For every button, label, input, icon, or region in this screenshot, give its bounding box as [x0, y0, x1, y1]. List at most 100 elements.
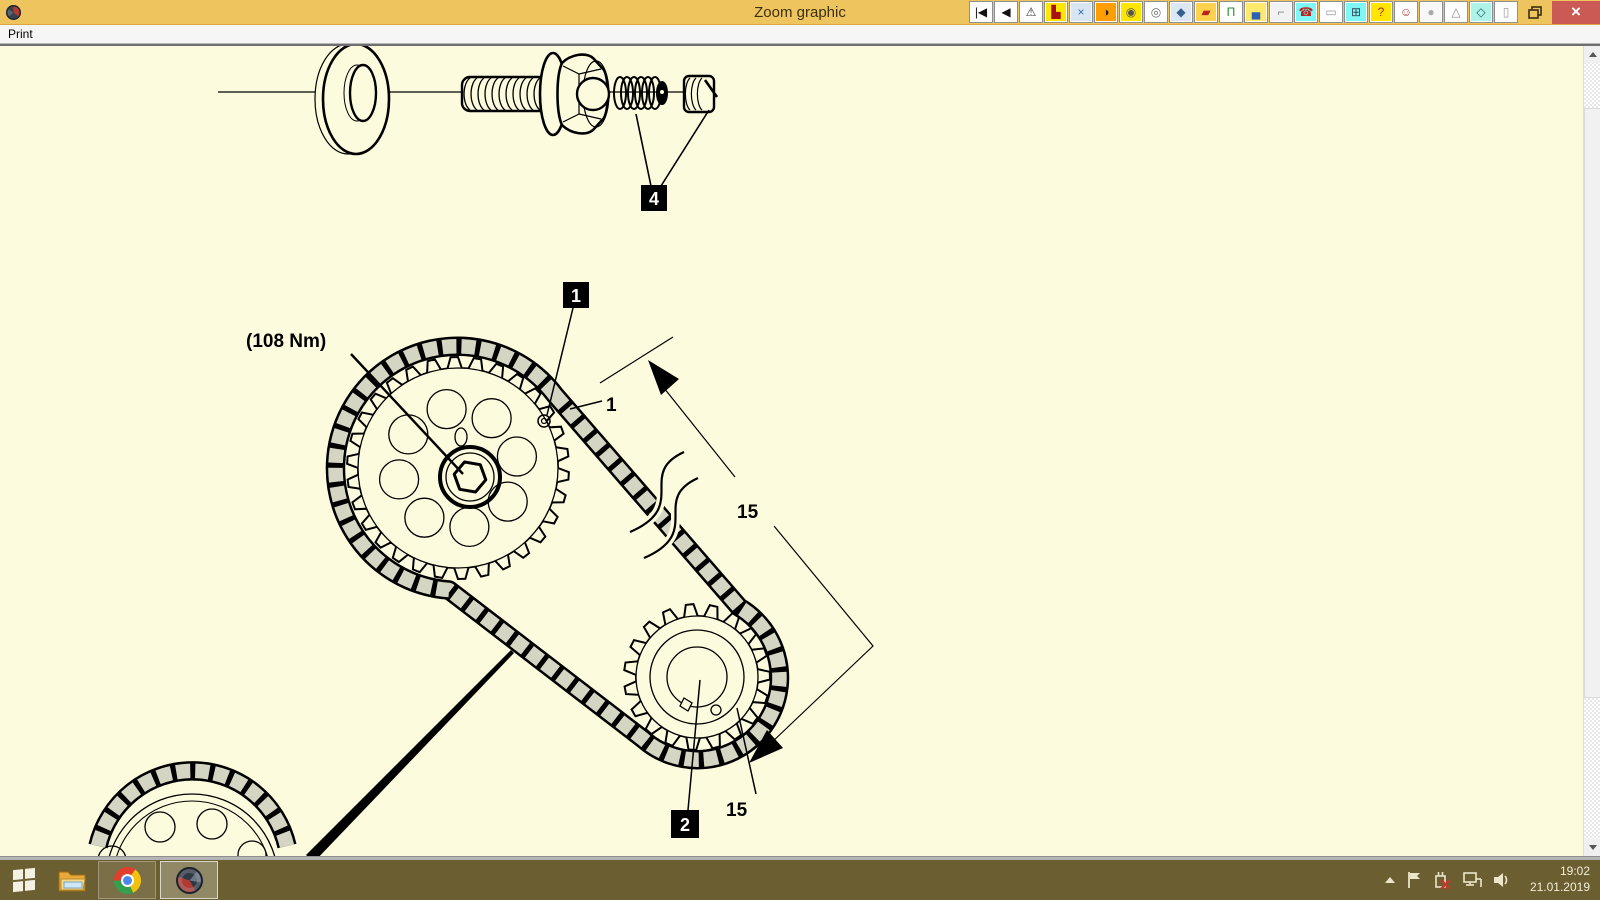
- volume-icon[interactable]: [1492, 871, 1510, 889]
- car-body-icon: ◇: [1476, 5, 1486, 19]
- vehicle-lift-icon: Π: [1226, 5, 1236, 19]
- callout-1-leader: [546, 307, 574, 416]
- network-icon[interactable]: [1462, 871, 1482, 889]
- scrollbar-thumb[interactable]: [1584, 108, 1600, 698]
- timing-chain: [88, 336, 790, 849]
- crank-timing-mark: [710, 704, 722, 716]
- warning-systems-icon: △: [1451, 5, 1461, 19]
- scroll-down-button[interactable]: [1584, 839, 1600, 856]
- scroll-up-icon: [1588, 52, 1597, 57]
- key-programming-icon: ⌐: [1277, 5, 1285, 19]
- chrome-icon: [113, 866, 141, 894]
- car-dimensions-icon: ⊞: [1350, 5, 1362, 19]
- car-dimensions-button[interactable]: ⊞: [1344, 1, 1368, 23]
- windows-logo-icon: [13, 867, 35, 893]
- key-programming-button[interactable]: ⌐: [1269, 1, 1293, 23]
- svg-text:15: 15: [737, 502, 759, 523]
- spring: [613, 76, 668, 110]
- system-tray: 19:02 21.01.2019: [1384, 864, 1600, 895]
- timing-chain-diagram: 4: [88, 46, 874, 856]
- service-schedule-icon: ◑: [1102, 5, 1110, 19]
- notification-flag-icon[interactable]: [1406, 871, 1422, 889]
- road-tests-button[interactable]: ▰: [1194, 1, 1218, 23]
- folder-icon: [58, 871, 86, 891]
- wheels-tyres-button[interactable]: ◎: [1144, 1, 1168, 23]
- road-tests-icon: ▰: [1201, 5, 1211, 19]
- graphic-canvas[interactable]: 4: [0, 46, 1600, 856]
- wheel-ball-button[interactable]: ●: [1419, 1, 1443, 23]
- timing-mark: [537, 414, 551, 428]
- callout-1: 1: [563, 282, 589, 308]
- slotted-plug: [682, 74, 719, 114]
- svg-text:2: 2: [680, 815, 690, 835]
- dimension-arrow-down: [749, 730, 783, 763]
- go-back-button[interactable]: ◀: [994, 1, 1018, 23]
- help-info-button[interactable]: ?: [1369, 1, 1393, 23]
- crankshaft-sprocket: [623, 603, 772, 752]
- parking-brake-icon: ▄: [1251, 5, 1261, 19]
- warning-systems-button[interactable]: △: [1444, 1, 1468, 23]
- repair-tools-icon: ×: [1077, 5, 1085, 19]
- menu-item-print[interactable]: Print: [8, 27, 33, 41]
- window-bottom-frame: [0, 856, 1600, 860]
- seat-person-icon: ☺: [1399, 5, 1413, 19]
- seat-person-button[interactable]: ☺: [1394, 1, 1418, 23]
- engine-systems-button[interactable]: ▙: [1044, 1, 1068, 23]
- vertical-scrollbar[interactable]: [1583, 46, 1600, 856]
- app-window-icon: [6, 4, 21, 20]
- engine-systems-icon: ▙: [1051, 5, 1061, 19]
- flat-panel-button[interactable]: ▭: [1319, 1, 1343, 23]
- window-controls: ×: [1518, 0, 1600, 24]
- start-button[interactable]: [0, 860, 48, 900]
- go-first-icon: |◀: [974, 5, 988, 19]
- clock-time: 19:02: [1559, 864, 1590, 879]
- go-back-icon: ◀: [1001, 5, 1011, 19]
- battery-cylinder-button[interactable]: ▯: [1494, 1, 1518, 23]
- service-schedule-button[interactable]: ◑: [1094, 1, 1118, 23]
- clock-date: 21.01.2019: [1529, 880, 1590, 894]
- close-button[interactable]: ×: [1552, 0, 1600, 24]
- restore-button[interactable]: [1518, 1, 1552, 24]
- warning-triangle-button[interactable]: ⚠: [1019, 1, 1043, 23]
- workshop-app-button[interactable]: [160, 861, 218, 899]
- label-15-leader: [736, 707, 757, 795]
- chrome-button[interactable]: [98, 861, 156, 899]
- repair-tools-button[interactable]: ×: [1069, 1, 1093, 23]
- svg-text:4: 4: [649, 189, 659, 209]
- contact-phone-button[interactable]: ☎: [1294, 1, 1318, 23]
- callout-2-leader: [687, 679, 701, 811]
- scroll-up-button[interactable]: [1584, 46, 1600, 63]
- power-plug-icon[interactable]: [1432, 870, 1452, 890]
- go-first-button[interactable]: |◀: [969, 1, 993, 23]
- washer: [314, 46, 391, 156]
- callout-4: 4: [641, 185, 667, 211]
- pointer-line: [306, 650, 514, 856]
- clock[interactable]: 19:02 21.01.2019: [1520, 864, 1590, 895]
- flange-bolt: [460, 51, 611, 137]
- torque-label: (108 Nm): [246, 331, 326, 352]
- torque-leader: [350, 353, 464, 475]
- car-body-button[interactable]: ◇: [1469, 1, 1493, 23]
- taskbar: 19:02 21.01.2019: [0, 860, 1600, 900]
- hidden-icons-chevron[interactable]: [1384, 876, 1396, 884]
- component-test-icon: ◉: [1125, 5, 1137, 19]
- label-1: 1: [606, 395, 617, 416]
- help-info-icon: ?: [1377, 5, 1385, 19]
- file-explorer-button[interactable]: [48, 860, 96, 900]
- component-test-button[interactable]: ◉: [1119, 1, 1143, 23]
- center-bolt-hex: [452, 460, 488, 494]
- menubar: Print: [0, 25, 1600, 44]
- vehicle-lift-button[interactable]: Π: [1219, 1, 1243, 23]
- callout-2: 2: [671, 810, 699, 838]
- dimension-15: 15: [599, 336, 874, 763]
- workshop-app-icon: [175, 866, 203, 894]
- window-title: Zoom graphic: [754, 3, 846, 21]
- content-frame-line: [0, 44, 1600, 46]
- technical-drawings-button[interactable]: ◆: [1169, 1, 1193, 23]
- warning-triangle-icon: ⚠: [1025, 5, 1037, 19]
- svg-text:1: 1: [571, 286, 581, 306]
- callout-4-leaders: [635, 109, 710, 187]
- parking-brake-button[interactable]: ▄: [1244, 1, 1268, 23]
- flat-panel-icon: ▭: [1325, 5, 1337, 19]
